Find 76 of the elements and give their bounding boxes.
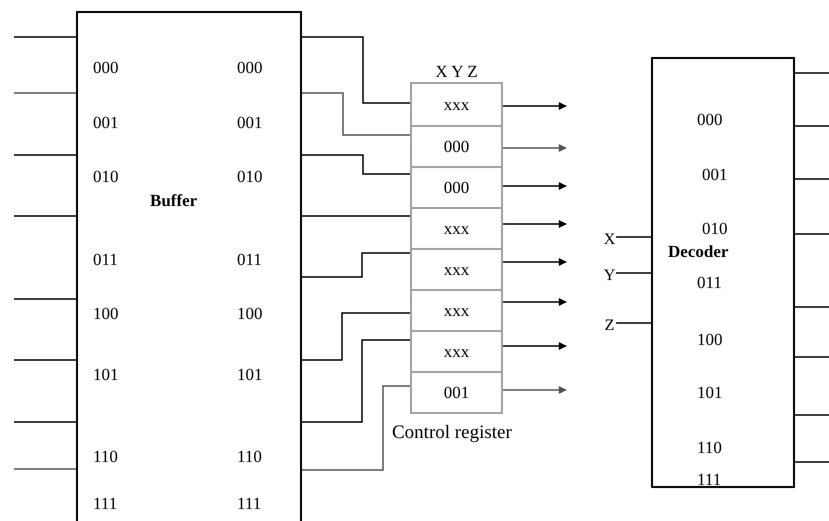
input-name: Z [603,315,616,333]
wire [616,272,651,274]
register-cell: xxx [410,330,503,371]
pin-number: 111 [237,494,262,514]
wire [302,385,410,471]
wire [302,215,410,217]
pin-number: 100 [93,304,118,324]
pin-number: 110 [93,447,118,467]
wire [14,92,76,94]
wire [14,468,76,470]
wire [302,252,410,278]
wire [795,233,829,235]
pin-number: 111 [93,494,118,514]
pin-number: 011 [93,250,118,270]
wire [302,92,410,136]
register-cell: 000 [410,125,503,166]
arrow [503,220,567,228]
block-title: Decoder [668,242,728,262]
input-name: Y [603,265,616,283]
pin-number: 001 [702,165,728,185]
decoder-block [651,57,795,488]
pin-number: 101 [697,383,722,403]
pin-number: 010 [93,167,118,187]
block-title: Buffer [150,191,198,211]
pin-number: 110 [237,447,262,467]
wire [14,359,76,361]
arrow [503,342,567,350]
input-name: X [603,229,616,247]
pin-number: 001 [93,113,118,133]
pin-number: 101 [237,365,262,385]
wire [14,298,76,300]
wire [14,154,76,156]
wire [795,356,829,358]
wire [795,306,829,308]
register-cell: xxx [410,289,503,330]
pin-number: 011 [237,250,262,270]
pin-number: 000 [93,58,118,78]
pin-number: 010 [237,167,262,187]
wire [795,72,829,74]
register-cell: xxx [410,248,503,289]
pin-number: 000 [697,110,722,130]
wire [14,36,76,38]
wire [302,154,410,175]
pin-number: 011 [697,273,722,293]
wire [302,312,410,361]
pin-number: 100 [697,330,722,350]
pin-number: 101 [93,365,118,385]
arrow [503,102,567,110]
wire [302,339,410,423]
wire [795,461,829,463]
arrow [503,258,567,266]
wire [616,322,651,324]
wire [795,178,829,180]
arrow [503,182,567,190]
wire [14,421,76,423]
pin-number: 111 [697,470,722,490]
wire [795,125,829,127]
wire [302,36,410,104]
arrow [503,386,567,394]
register-caption: Control register [392,422,512,444]
wire [795,414,829,416]
register-cell: 000 [410,166,503,207]
pin-number: 110 [697,438,722,458]
register-heading: X Y Z [435,62,478,82]
arrow [503,144,567,152]
pin-number: 100 [237,304,262,324]
pin-number: 010 [702,219,728,239]
pin-number: 000 [237,58,262,78]
wire [616,236,651,238]
buffer-block [76,11,302,521]
register-cell: xxx [410,207,503,248]
arrow [503,298,567,306]
wire [14,215,76,217]
pin-number: 001 [237,113,262,133]
register-cell: 001 [410,371,503,412]
register-cell: xxx [410,84,503,125]
